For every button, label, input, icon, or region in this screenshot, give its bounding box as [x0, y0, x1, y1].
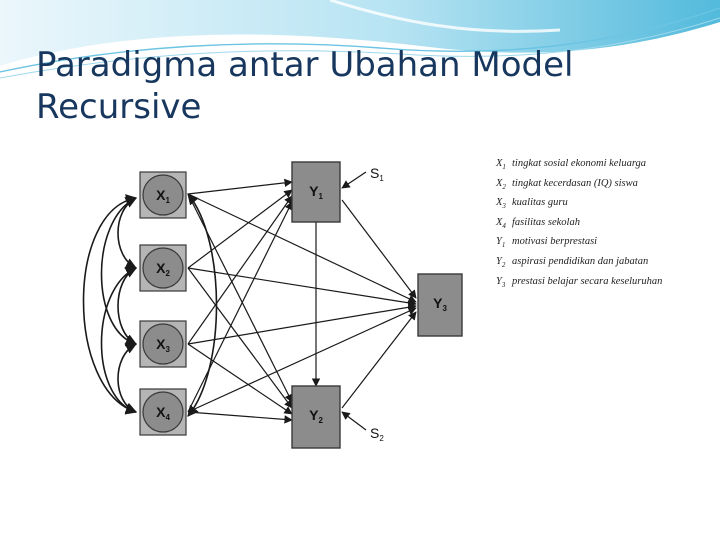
error-s1-sub: 1	[379, 174, 384, 183]
node-x2: X2	[140, 245, 186, 291]
node-x4-sub: 4	[165, 413, 170, 422]
legend-subscript: 1	[502, 241, 506, 249]
slide-title-line-1: Paradigma antar Ubahan Model	[36, 44, 676, 86]
correlation-arrows	[84, 194, 217, 416]
error-s2-sub: 2	[379, 434, 384, 443]
path-x3-y3	[188, 306, 416, 344]
legend-text: prestasi belajar secara keseluruhan	[512, 276, 662, 287]
legend-text: tingkat sosial ekonomi keluarga	[512, 158, 646, 169]
node-y2-sub: 2	[318, 416, 323, 425]
legend-text: kualitas guru	[512, 197, 568, 208]
slide-title: Paradigma antar Ubahan Model Recursive	[36, 44, 676, 128]
node-x2-sub: 2	[165, 269, 170, 278]
slide-title-line-2: Recursive	[36, 86, 676, 128]
node-y1-sub: 1	[318, 192, 323, 201]
legend-text: tingkat kecerdasan (IQ) siswa	[512, 178, 638, 189]
legend-subscript: 1	[502, 163, 506, 171]
error-s1-label: S	[370, 165, 379, 181]
legend-text: aspirasi pendidikan dan jabatan	[512, 256, 648, 267]
node-y1: Y1	[292, 162, 340, 222]
legend-subscript: 2	[502, 183, 506, 191]
node-x3: X3	[140, 321, 186, 367]
node-x3-sub: 3	[165, 345, 170, 354]
path-x4-y2	[188, 412, 292, 420]
path-x1-y2	[188, 194, 292, 402]
error-s1: S1	[370, 165, 384, 183]
path-s2-y2	[342, 412, 366, 430]
path-s1-y1	[342, 172, 366, 188]
legend-subscript: 2	[502, 261, 506, 269]
path-x3-y2	[188, 344, 292, 414]
node-y3: Y3	[418, 274, 462, 336]
path-y1-y3	[342, 200, 416, 298]
path-y2-y3	[342, 312, 416, 408]
error-s2-label: S	[370, 425, 379, 441]
legend-text: fasilitas sekolah	[512, 217, 580, 228]
legend-text: motivasi berprestasi	[512, 236, 597, 247]
node-y2: Y2	[292, 386, 340, 448]
node-x4: X4	[140, 389, 186, 435]
legend-subscript: 4	[502, 222, 506, 230]
correlation-x1-x2	[118, 198, 136, 268]
node-y3-sub: 3	[442, 304, 447, 313]
node-x1-sub: 1	[165, 196, 170, 205]
legend-subscript: 3	[502, 202, 506, 210]
error-s2: S2	[370, 425, 384, 443]
node-x1: X1	[140, 172, 186, 218]
path-x1-y1	[188, 182, 292, 194]
legend-subscript: 3	[502, 281, 506, 289]
path-x4-y1	[188, 202, 292, 412]
